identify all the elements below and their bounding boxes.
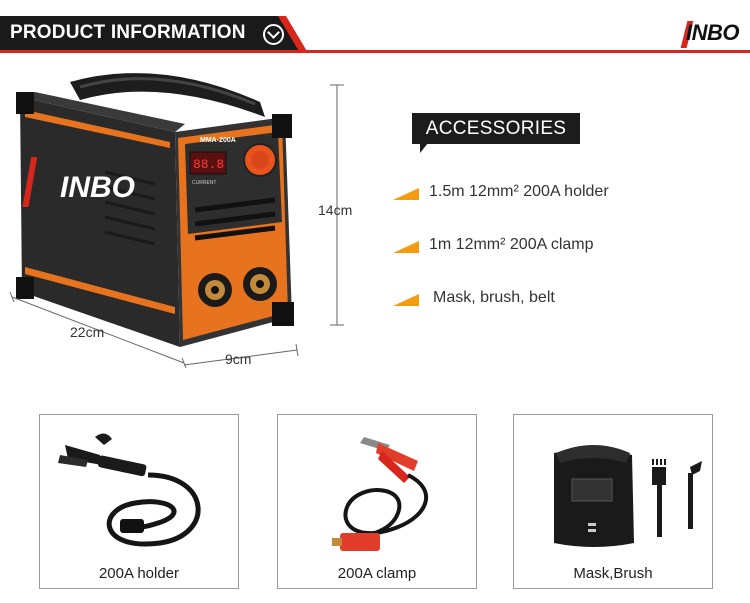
card-label: 200A holder	[98, 565, 180, 582]
welding-mask-icon	[554, 445, 702, 547]
header-bar	[0, 16, 300, 52]
accessory-item-text: Mask, brush, belt	[433, 289, 555, 306]
accessories-title-notch	[420, 143, 436, 153]
accessory-item-text: 1.5m 12mm² 200A holder	[429, 183, 609, 200]
ground-clamp-icon	[332, 437, 429, 551]
product-card-clamp[interactable]: 200A clamp	[277, 414, 477, 589]
brand-logo: INBO	[686, 20, 740, 45]
header-accent-line	[0, 50, 750, 53]
product-card-mask[interactable]: Mask,Brush	[513, 414, 713, 589]
panel-label: CURRENT	[192, 180, 216, 186]
card-label: Mask,Brush	[573, 565, 653, 582]
accessories-title: ACCESSORIES	[412, 113, 580, 144]
electrode-holder-icon	[58, 433, 201, 547]
dimension-height: 14cm	[318, 202, 353, 218]
dimension-length: 22cm	[70, 324, 105, 340]
case-brand-text: INBO	[60, 171, 135, 204]
model-label: MMA-200A	[200, 137, 236, 144]
section-header: PRODUCT INFORMATION	[0, 16, 750, 53]
product-card-holder[interactable]: 200A holder	[39, 414, 239, 589]
accessory-item-text: 1m 12mm² 200A clamp	[429, 236, 594, 253]
dimension-width: 9cm	[225, 351, 252, 367]
welder-image: INBO 88.8 MMA-200A CURRENT	[16, 73, 294, 347]
header-title: PRODUCT INFORMATION	[10, 22, 246, 43]
svg-text:88.8: 88.8	[193, 157, 224, 172]
card-label: 200A clamp	[337, 565, 417, 582]
chevron-down-icon[interactable]	[263, 24, 284, 45]
